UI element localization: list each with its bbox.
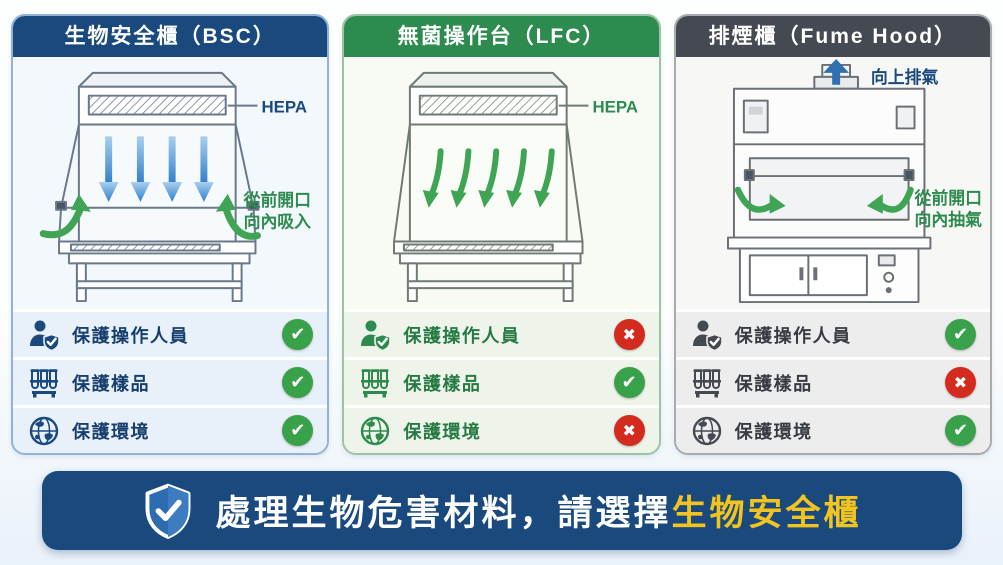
bsc-row-protect-sample: 保護樣品: [13, 357, 328, 405]
fume-hood-cabinet-drawing: 向上排氣 從前開口 向內抽氣: [726, 58, 982, 304]
lfc-hepa-filter: [419, 94, 559, 116]
status-badge: [944, 367, 976, 398]
globe-icon: [358, 414, 392, 448]
panel-title-fume-hood: 排煙櫃（Fume Hood）: [675, 16, 990, 57]
lfc-outflow-arrows: [423, 148, 556, 208]
status-badge: [282, 367, 314, 398]
bsc-hepa-filter: [87, 94, 227, 116]
fume-hood-airflow-note-line1: 從前開口: [913, 188, 981, 208]
fume-hood-inflow-arrows: [734, 186, 914, 214]
status-badge: [613, 367, 645, 398]
fume-hood-airflow-note-line2: 向內抽氣: [914, 210, 982, 230]
status-badge: [282, 415, 314, 446]
lfc-illustration: HEPA: [344, 57, 659, 309]
status-badge: [944, 319, 976, 350]
lfc-row-protect-operator: 保護操作人員: [344, 309, 659, 357]
lfc-protection-rows: 保護操作人員 保護樣品 保護環境: [344, 309, 659, 453]
comparison-panels: 生物安全櫃（BSC）: [0, 0, 1003, 455]
row-label: 保護環境: [403, 421, 482, 442]
operator-shield-icon: [27, 318, 61, 352]
fume-hood-cabinet-body: [726, 63, 932, 304]
row-label: 保護環境: [734, 421, 813, 442]
bsc-protection-rows: 保護操作人員 保護樣品 保護環境: [13, 309, 328, 453]
lfc-row-protect-sample: 保護樣品: [344, 357, 659, 405]
lfc-row-protect-environment: 保護環境: [344, 405, 659, 453]
fume-hood-protection-rows: 保護操作人員 保護樣品 保護環境: [675, 309, 990, 453]
panel-fume-hood: 排煙櫃（Fume Hood）: [673, 14, 992, 455]
lfc-cabinet-drawing: HEPA: [393, 71, 639, 303]
conclusion-banner: 處理生物危害材料，請選擇生物安全櫃: [41, 471, 962, 550]
test-tubes-icon: [27, 366, 61, 400]
bsc-row-protect-environment: 保護環境: [13, 405, 328, 453]
fume-hood-row-protect-sample: 保護樣品: [675, 357, 990, 405]
row-label: 保護操作人員: [403, 325, 521, 346]
fume-hood-exhaust-arrow: [822, 58, 849, 85]
row-label: 保護環境: [72, 421, 150, 442]
row-label: 保護樣品: [403, 373, 482, 394]
test-tubes-icon: [690, 366, 724, 400]
bsc-row-protect-operator: 保護操作人員: [13, 309, 328, 357]
globe-icon: [690, 414, 724, 448]
status-badge: [282, 319, 314, 350]
panel-lfc: 無菌操作台（LFC）: [342, 14, 661, 455]
shield-check-icon: [141, 482, 195, 540]
lfc-hepa-label: HEPA: [593, 98, 639, 117]
bsc-cabinet-drawing: HEPA 從前開口 向內吸入: [39, 71, 312, 303]
row-label: 保護樣品: [72, 373, 150, 394]
status-badge: [613, 415, 645, 446]
operator-shield-icon: [690, 318, 724, 352]
conclusion-text-main: 處理生物危害材料，請選擇: [215, 494, 672, 533]
fume-hood-row-protect-operator: 保護操作人員: [675, 309, 990, 357]
bsc-inflow-arrows: [39, 193, 261, 240]
row-label: 保護樣品: [734, 373, 813, 394]
bsc-cabinet-body: [55, 71, 260, 303]
fume-hood-illustration: 向上排氣 從前開口 向內抽氣: [675, 57, 990, 309]
row-label: 保護操作人員: [734, 325, 852, 346]
fume-hood-exhaust-note: 向上排氣: [871, 67, 939, 87]
bsc-airflow-note-line1: 從前開口: [243, 190, 311, 210]
bsc-illustration: HEPA 從前開口 向內吸入: [13, 57, 328, 309]
test-tubes-icon: [358, 366, 392, 400]
conclusion-text: 處理生物危害材料，請選擇生物安全櫃: [215, 485, 861, 536]
operator-shield-icon: [358, 318, 392, 352]
panel-title-lfc: 無菌操作台（LFC）: [344, 16, 659, 57]
status-badge: [613, 319, 645, 350]
panel-bsc: 生物安全櫃（BSC）: [11, 14, 330, 455]
row-label: 保護操作人員: [72, 325, 189, 346]
fume-hood-row-protect-environment: 保護環境: [675, 405, 990, 453]
conclusion-text-highlight: 生物安全櫃: [671, 494, 862, 533]
bsc-hepa-label: HEPA: [261, 98, 307, 117]
globe-icon: [27, 414, 61, 448]
panel-title-bsc: 生物安全櫃（BSC）: [13, 16, 328, 57]
status-badge: [944, 415, 976, 446]
bsc-downflow-arrows: [98, 136, 214, 202]
bsc-airflow-note-line2: 向內吸入: [244, 212, 312, 232]
